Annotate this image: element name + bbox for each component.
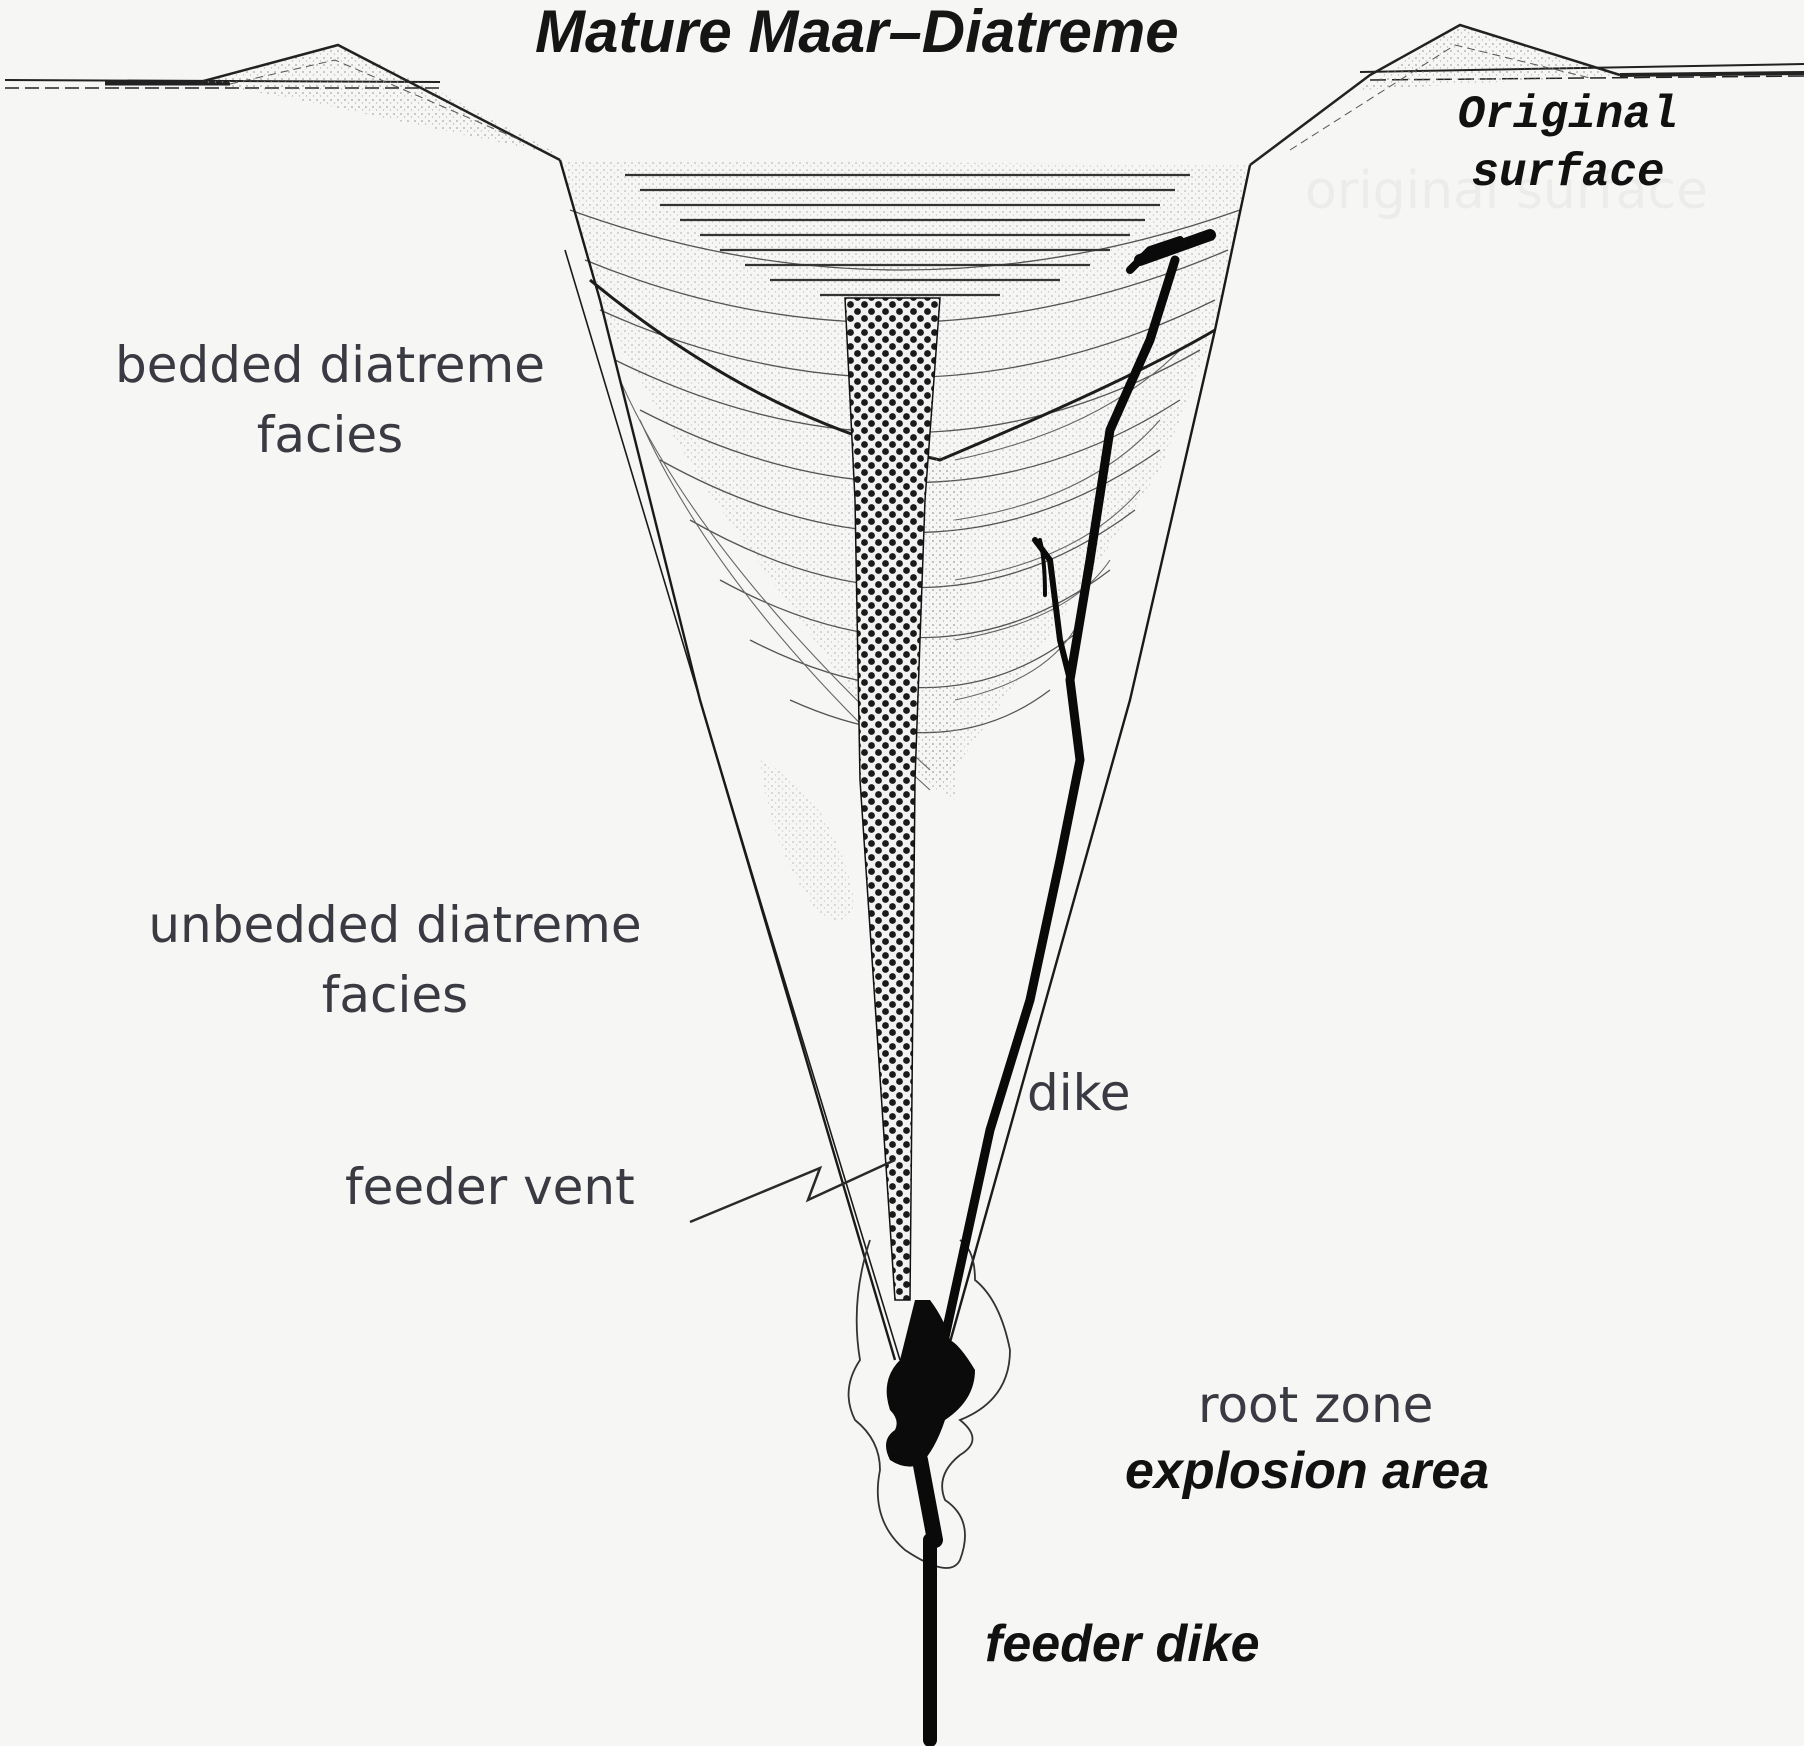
feeder-vent-label: feeder vent: [345, 1162, 635, 1212]
original-surface-label-line2: surface: [1438, 150, 1698, 196]
explosion-area-label: explosion area: [1125, 1445, 1489, 1497]
explosion-area-blob: [886, 1300, 975, 1467]
unbedded-label-line1: unbedded diatreme: [120, 900, 670, 950]
bedded-diatreme-facies-label: bedded diatreme facies: [90, 340, 570, 460]
bedded-label-line1: bedded diatreme: [90, 340, 570, 390]
original-surface-label-line1: Original: [1438, 92, 1698, 138]
unbedded-label-line2: facies: [120, 970, 670, 1020]
feeder-vent-column: [845, 298, 940, 1300]
feeder-vent-leader: [690, 1160, 895, 1222]
root-zone-label: root zone: [1198, 1380, 1433, 1430]
tephra-ring-left: [200, 45, 560, 160]
feeder-dike-label: feeder dike: [985, 1618, 1260, 1670]
unbedded-diatreme-facies-label: unbedded diatreme facies: [120, 900, 670, 1020]
original-surface-label: Original surface: [1438, 92, 1698, 196]
diagram-title: Mature Maar–Diatreme: [535, 2, 1179, 62]
bedded-label-line2: facies: [90, 410, 570, 460]
dike-label: dike: [1027, 1068, 1131, 1118]
